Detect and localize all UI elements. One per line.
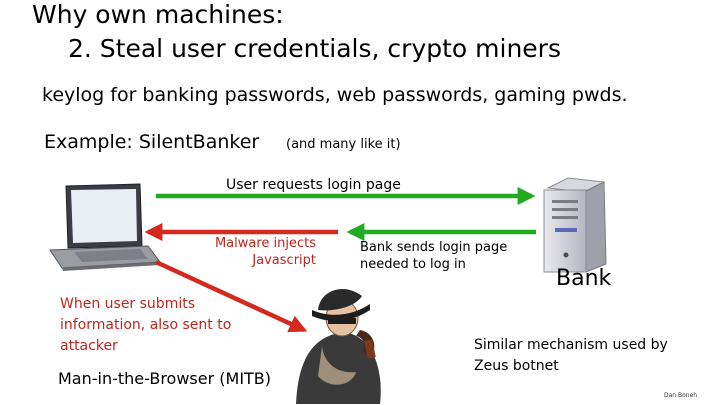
malware-label: Malware injects Javascript: [214, 236, 316, 268]
submit-label: When user submits information, also sent…: [60, 296, 232, 354]
zeus-label: Similar mechanism used by Zeus botnet: [474, 337, 668, 374]
request-arrow-label: User requests login page: [226, 177, 401, 193]
title-line-1: Why own machines:: [32, 0, 284, 29]
mitb-label: Man-in-the-Browser (MITB): [58, 369, 272, 388]
bank-label: Bank: [556, 266, 612, 291]
exfiltration-arrow: [155, 259, 308, 333]
example-aside: (and many like it): [286, 137, 401, 152]
laptop-icon: [49, 183, 161, 271]
example-heading: Example: SilentBanker: [44, 131, 260, 153]
bank-response-label: Bank sends login page needed to log in: [360, 240, 508, 272]
server-icon: [543, 177, 607, 273]
attacker-icon: [296, 288, 381, 404]
author-credit: Dan Boneh: [664, 392, 698, 399]
keylog-subtitle: keylog for banking passwords, web passwo…: [42, 84, 628, 106]
title-line-2: 2. Steal user credentials, crypto miners: [68, 34, 561, 63]
